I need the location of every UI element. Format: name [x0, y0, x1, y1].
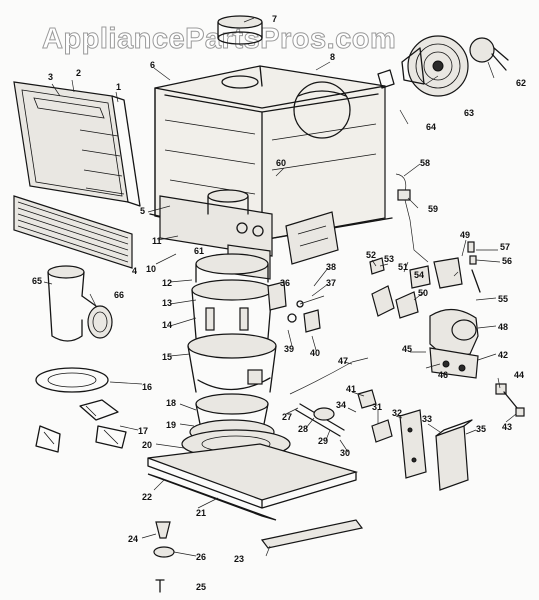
fan-switch-part	[285, 211, 339, 265]
callout-52: 52	[366, 250, 376, 260]
front-panel-part	[13, 81, 141, 207]
callout-39: 39	[284, 344, 294, 354]
callout-58: 58	[420, 158, 430, 168]
louver-grille-part	[13, 195, 133, 269]
limit-switch-part	[267, 281, 321, 333]
callout-4: 4	[132, 266, 137, 276]
callout-66: 66	[114, 290, 124, 300]
flue-pipe-part	[47, 265, 113, 342]
callout-41: 41	[346, 384, 356, 394]
callout-19: 19	[166, 420, 176, 430]
callout-37: 37	[326, 278, 336, 288]
callout-14: 14	[162, 320, 172, 330]
wiring-harness-part	[395, 173, 429, 263]
callout-2: 2	[76, 68, 81, 78]
callout-32: 32	[392, 408, 402, 418]
callout-13: 13	[162, 298, 172, 308]
callout-35: 35	[476, 424, 486, 434]
callout-25: 25	[196, 582, 206, 592]
burner-ring-part	[35, 367, 109, 393]
callout-8: 8	[330, 52, 335, 62]
callout-43: 43	[502, 422, 512, 432]
callout-22: 22	[142, 492, 152, 502]
callout-63: 63	[464, 108, 474, 118]
callout-18: 18	[166, 398, 176, 408]
thermocouple-part	[289, 357, 393, 443]
callout-44: 44	[514, 370, 524, 380]
callout-3: 3	[48, 72, 53, 82]
thermostat-bracket-part	[433, 241, 481, 293]
callout-53: 53	[384, 254, 394, 264]
callout-30: 30	[340, 448, 350, 458]
callout-29: 29	[318, 436, 328, 446]
callout-21: 21	[196, 508, 206, 518]
callout-50: 50	[418, 288, 428, 298]
leader-lines	[43, 17, 517, 557]
callout-24: 24	[128, 534, 138, 544]
leveling-foot-part	[153, 521, 175, 593]
base-pan-part	[147, 443, 364, 549]
callout-45: 45	[402, 344, 412, 354]
callout-62: 62	[516, 78, 526, 88]
callout-49: 49	[460, 230, 470, 240]
callout-12: 12	[162, 278, 172, 288]
callout-17: 17	[138, 426, 148, 436]
callout-10: 10	[146, 264, 156, 274]
callout-11: 11	[152, 236, 162, 246]
callout-42: 42	[498, 350, 508, 360]
callout-40: 40	[310, 348, 320, 358]
callout-numbers: 1 2 3 4 5 6 7 8 10 11 12 13 14 15 16 17 …	[32, 14, 526, 592]
callout-33: 33	[422, 414, 432, 424]
callout-26: 26	[196, 552, 206, 562]
burner-grate-part	[35, 399, 127, 453]
callout-57: 57	[500, 242, 510, 252]
callout-46: 46	[438, 370, 448, 380]
callout-15: 15	[162, 352, 172, 362]
callout-7: 7	[272, 14, 277, 24]
callout-28: 28	[298, 424, 308, 434]
callout-34: 34	[336, 400, 346, 410]
callout-54: 54	[414, 270, 424, 280]
callout-20: 20	[142, 440, 152, 450]
callout-6: 6	[150, 60, 155, 70]
callout-31: 31	[372, 402, 382, 412]
callout-23: 23	[234, 554, 244, 564]
callout-27: 27	[282, 412, 292, 422]
callout-16: 16	[142, 382, 152, 392]
bolt-part	[495, 383, 525, 417]
blower-motor-part	[377, 35, 509, 97]
callout-36: 36	[280, 278, 290, 288]
pilot-assembly-part	[369, 257, 431, 319]
watermark-text: AppliancePartsPros.com	[42, 23, 396, 55]
callout-65: 65	[32, 276, 42, 286]
callout-1: 1	[116, 82, 121, 92]
callout-55: 55	[498, 294, 508, 304]
callout-5: 5	[140, 206, 145, 216]
callout-60: 60	[276, 158, 286, 168]
callout-64: 64	[426, 122, 436, 132]
callout-61: 61	[194, 246, 204, 256]
callout-38: 38	[326, 262, 336, 272]
callout-51: 51	[398, 262, 408, 272]
callout-48: 48	[498, 322, 508, 332]
callout-59: 59	[428, 204, 438, 214]
junction-box-part	[399, 409, 473, 491]
callout-56: 56	[502, 256, 512, 266]
gas-valve-part	[429, 308, 479, 379]
callout-47: 47	[338, 356, 348, 366]
